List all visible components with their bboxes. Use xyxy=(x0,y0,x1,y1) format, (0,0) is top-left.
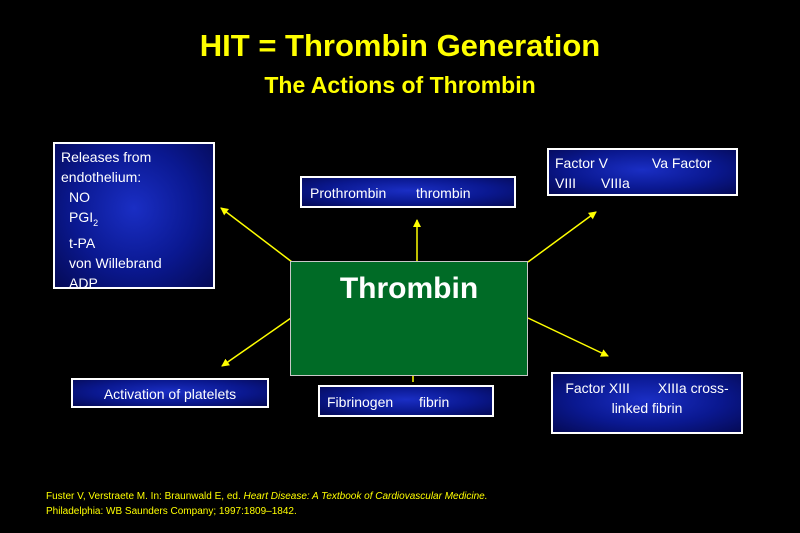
citation-book-title: Heart Disease: A Textbook of Cardiovascu… xyxy=(243,491,488,502)
factor-v-label: Factor V xyxy=(555,155,608,171)
releases-item: von Willebrand xyxy=(69,254,162,271)
prothrombin-label: Prothrombin xyxy=(310,185,387,201)
arrow-to-factor-xiii xyxy=(527,317,609,357)
releases-item: PGI2 xyxy=(69,209,99,228)
thrombin-box: Thrombin xyxy=(290,261,528,376)
fibrinogen-label: Fibrinogen xyxy=(327,394,394,410)
thrombin-label: Thrombin xyxy=(339,272,479,305)
factor-v-box: Factor V Va Factor VIII VIIIa xyxy=(547,148,738,196)
arrow-to-platelets xyxy=(221,317,292,367)
page-subtitle: The Actions of Thrombin xyxy=(264,72,536,98)
releases-heading-2: endothelium: xyxy=(61,169,142,185)
releases-heading-1: Releases from xyxy=(61,149,152,165)
crosslinked-fibrin-label: linked fibrin xyxy=(611,400,683,416)
releases-item: ADP xyxy=(69,274,98,291)
releases-item: NO xyxy=(69,189,90,205)
arrow-to-factor-v xyxy=(527,211,597,263)
fibrinogen-box: Fibrinogen fibrin xyxy=(318,385,494,417)
releases-item: t-PA xyxy=(69,234,96,251)
prothrombin-box: Prothrombin thrombin xyxy=(300,176,516,208)
page-title: HIT = Thrombin Generation xyxy=(199,28,601,63)
arrow-to-releases xyxy=(220,207,293,263)
platelets-box: Activation of platelets xyxy=(71,378,269,408)
citation-publisher: Philadelphia: WB Saunders Company; 1997:… xyxy=(46,506,297,517)
citation: Fuster V, Verstraete M. In: Braunwald E,… xyxy=(46,489,488,519)
platelets-label: Activation of platelets xyxy=(103,386,237,402)
factor-xiii-label: Factor XIII xyxy=(565,380,630,396)
pgi-subscript: 2 xyxy=(93,217,99,228)
factor-va-label: Va Factor xyxy=(651,155,712,171)
factor-xiiia-label: XIIIa cross- xyxy=(657,380,729,396)
factor-xiii-box: Factor XIII XIIIa cross- linked fibrin xyxy=(551,372,743,434)
fibrin-label: fibrin xyxy=(418,394,450,410)
factor-viii-label: VIII xyxy=(555,175,577,191)
thrombin-product-label: thrombin xyxy=(416,185,471,201)
factor-viiia-label: VIIIa xyxy=(601,175,630,191)
citation-authors: Fuster V, Verstraete M. In: Braunwald E,… xyxy=(46,491,244,502)
releases-box: Releases from endothelium: NO PGI2 t-PA … xyxy=(53,142,215,291)
